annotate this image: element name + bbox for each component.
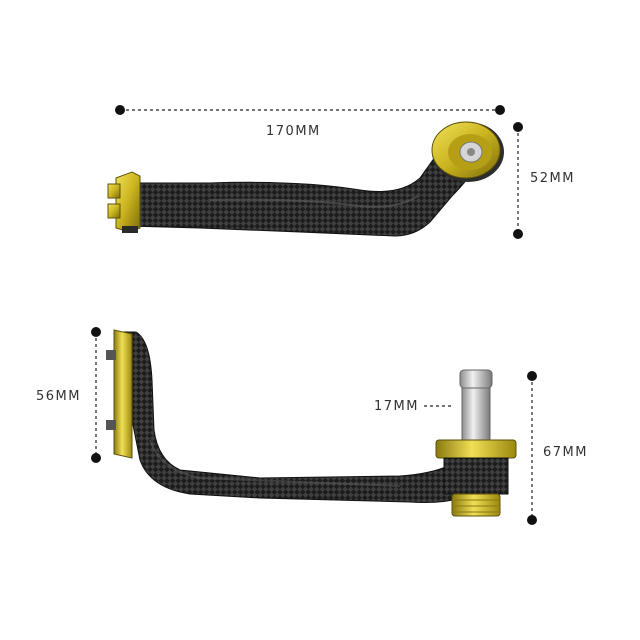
bar-end-height-label: 67MM — [543, 445, 588, 460]
side-dimension-67 — [527, 371, 537, 525]
top-bar-end — [431, 121, 504, 182]
top-carbon-arm — [127, 145, 479, 237]
side-mount-plate — [106, 329, 133, 459]
top-dimension-170 — [115, 105, 505, 115]
top-dimension-52 — [513, 122, 523, 239]
bar-end-diameter-label: 17MM — [374, 399, 419, 414]
top-height-label: 52MM — [530, 171, 575, 186]
side-dimension-56 — [91, 327, 101, 463]
top-mount-block — [107, 171, 141, 233]
mount-height-label: 56MM — [36, 389, 81, 404]
side-carbon-arm — [119, 331, 463, 503]
side-view-lever-guard — [106, 329, 517, 517]
top-view-lever-guard — [107, 121, 504, 237]
length-label: 170MM — [266, 124, 321, 139]
side-bar-end — [435, 369, 517, 517]
